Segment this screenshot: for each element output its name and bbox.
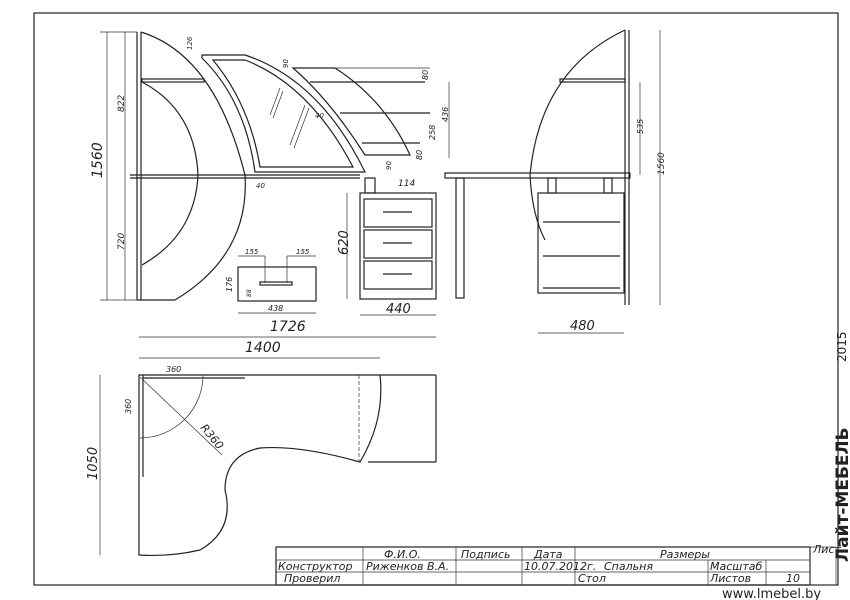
desk-plan-view <box>99 336 437 557</box>
title-col-signature: Подпись <box>461 548 510 561</box>
dim-shelf-mid: 258 <box>428 125 437 140</box>
dim-plan-depth: 1050 <box>86 447 101 480</box>
hutch-side-view <box>100 31 360 301</box>
shelf-unit <box>291 67 450 158</box>
brand-name: Лайт-МЕБЕЛЬ <box>833 427 850 562</box>
title-row-designer: Конструктор <box>278 560 352 573</box>
title-room: Спальня <box>604 560 653 573</box>
dim-side-total: 1560 <box>657 152 667 175</box>
dim-leg: 114 <box>398 179 415 189</box>
dim-shelf-gap-top: 80 <box>421 70 430 80</box>
title-col-name: Ф.И.О. <box>384 548 421 561</box>
dim-drawer-handle-left: 155 <box>245 248 259 256</box>
title-scale-label: Масштаб <box>710 560 762 573</box>
title-item: Стол <box>578 572 606 585</box>
dim-plan-radius: R360 <box>198 422 226 452</box>
dim-drawer-handle-right: 155 <box>296 248 310 256</box>
title-date: 10.07.2012г. <box>524 560 596 573</box>
title-row-checked: Проверил <box>284 572 340 585</box>
glass-door <box>201 54 366 173</box>
dim-total-height: 1560 <box>90 142 106 178</box>
title-col-sizes: Размеры <box>660 548 710 561</box>
dim-plan-corner-w: 360 <box>166 365 181 374</box>
dim-upper-height: 822 <box>117 95 127 112</box>
dim-frame-gap: 40 <box>256 182 265 190</box>
title-sheet-small: Лист <box>812 543 841 556</box>
dim-plan-total-width: 1726 <box>270 319 306 335</box>
dim-bottom-gap: 90 <box>385 161 393 170</box>
dim-drawer-width: 438 <box>268 304 283 313</box>
dim-shelf-total: 436 <box>441 107 450 122</box>
title-sheets: 10 <box>786 572 800 585</box>
dim-shelf-gap: 80 <box>415 150 424 160</box>
drawer-cabinet-front <box>346 177 437 316</box>
title-col-date: Дата <box>533 548 563 561</box>
dim-plan-width: 1400 <box>245 340 281 356</box>
dim-top-offset: 126 <box>186 36 194 50</box>
title-block <box>275 546 837 586</box>
brand-year: 2015 <box>835 331 849 362</box>
dim-cabinet-height: 620 <box>337 230 352 255</box>
dim-glass-frame: 40 <box>315 112 324 120</box>
dim-lower-height: 720 <box>117 233 127 250</box>
drawer-detail <box>237 255 317 314</box>
dim-drawer-handle-h: 88 <box>246 289 253 297</box>
side-view <box>444 29 661 334</box>
brand-url[interactable]: www.lmebel.by <box>722 587 821 600</box>
title-designer-name: Риженков В.А. <box>366 560 449 573</box>
dim-door-offset: 90 <box>282 59 290 68</box>
dim-plan-corner-h: 360 <box>124 399 133 414</box>
dim-drawer-height: 176 <box>225 277 234 292</box>
dim-side-depth: 480 <box>570 319 595 334</box>
title-sheets-label: Листов <box>709 572 751 585</box>
dim-side-upper: 535 <box>636 119 645 134</box>
dim-cabinet-width: 440 <box>386 302 411 317</box>
